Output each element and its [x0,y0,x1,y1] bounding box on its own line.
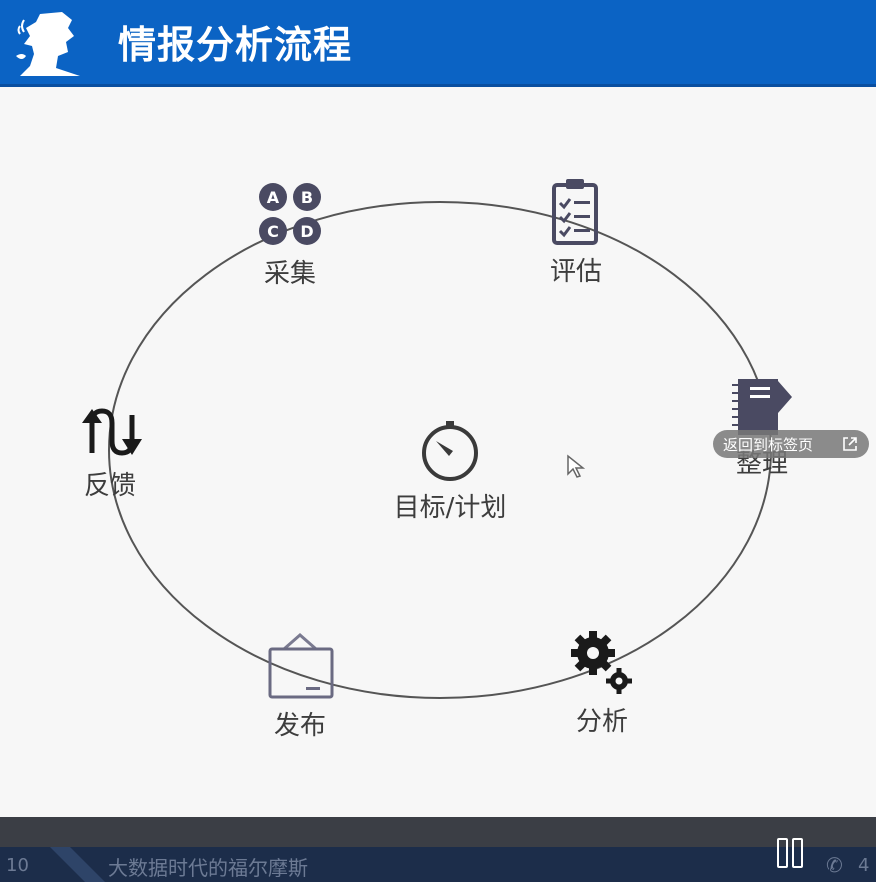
node-center-label: 目标/计划 [393,493,507,523]
node-center-goal: 目标/计划 [380,419,520,524]
loop-arrows-icon [82,408,142,456]
abcd-options-icon: A B C D [259,183,321,245]
node-organize: 整理 [722,375,802,480]
mouse-cursor-icon [567,454,586,478]
node-analyze-label: 分析 [575,707,628,737]
node-evaluate: 评估 [536,177,616,288]
stopwatch-icon [422,421,478,481]
svg-text:D: D [300,222,313,241]
sherlock-silhouette-icon [16,12,80,76]
footer-stripe-decoration [50,847,105,882]
pause-icon-bar [792,838,803,868]
node-feedback-label: 反馈 [83,471,136,501]
header-bar: 情报分析流程 [0,0,876,87]
pause-icon [777,838,788,868]
svg-text:C: C [267,222,279,241]
gears-icon [571,631,632,694]
inbox-tray-icon [268,633,334,699]
back-to-tab-button[interactable]: 返回到标签页 [713,430,869,458]
node-collect-label: 采集 [263,259,316,289]
open-external-icon [843,437,857,451]
node-publish-label: 发布 [273,711,326,741]
node-feedback: 反馈 [70,403,150,502]
page-title: 情报分析流程 [118,23,353,67]
back-to-tab-label: 返回到标签页 [723,436,814,454]
clipboard-checklist-icon [552,179,598,245]
footer-title: 大数据时代的福尔摩斯 [108,856,308,880]
pause-button[interactable] [777,838,805,868]
notebook-icon [732,379,792,435]
svg-text:A: A [267,188,280,207]
slide-footer: 10 大数据时代的福尔摩斯 ✆ 4 [0,847,876,882]
node-analyze: 分析 [560,627,644,738]
node-collect: A B C D 采集 [248,179,332,290]
phone-number: 4 [858,855,870,876]
phone-icon: ✆ [826,853,843,877]
svg-text:B: B [301,188,313,207]
video-control-strip [0,817,876,847]
node-evaluate-label: 评估 [549,257,602,287]
node-publish: 发布 [258,631,342,742]
page-number: 10 [6,855,29,876]
